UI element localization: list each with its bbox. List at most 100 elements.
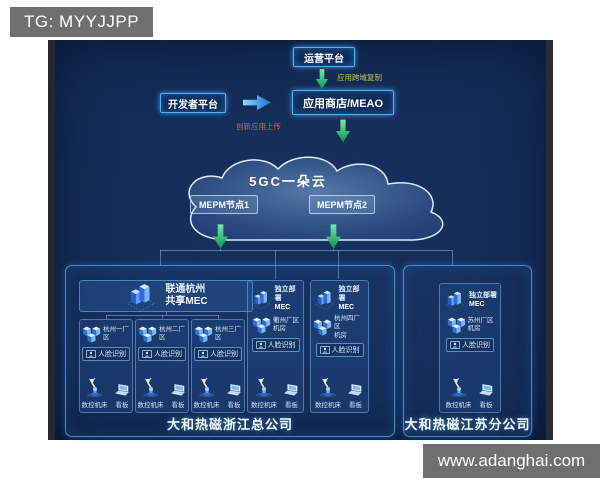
machines-row: 数控机床 看板	[138, 376, 187, 409]
face-recognition-badge: 人脸识别	[315, 342, 364, 357]
arrow-down-icon	[336, 119, 350, 143]
app-store-meao-box: 应用商店/MEAO	[292, 90, 394, 115]
face-recognition-badge: 人脸识别	[138, 347, 186, 361]
arrow-right-icon	[242, 95, 272, 110]
kanban-label: 看板	[349, 402, 362, 409]
cnc-machine: 数控机床	[82, 376, 108, 409]
face-icon	[320, 346, 330, 354]
face-icon	[450, 341, 460, 349]
machines-row: 数控机床 看板	[194, 376, 243, 409]
face-recognition-badge: 人脸识别	[446, 338, 494, 352]
plant-name: 杭州四厂区	[334, 315, 360, 331]
kanban-label: 看板	[227, 402, 241, 409]
connector-line	[166, 312, 167, 315]
cnc-label: 数控机床	[137, 402, 164, 409]
site-watermark-badge: www.adanghai.com	[423, 444, 600, 478]
robot-arm-icon	[318, 376, 338, 398]
cnc-label: 数控机床	[315, 402, 341, 409]
kanban-board: 看板	[478, 383, 495, 409]
independent-mec-header: 独立部署 MEC	[313, 285, 366, 312]
mec-cube-icon	[443, 288, 467, 312]
face-label: 人脸识别	[98, 351, 126, 358]
independent-line2: MEC	[274, 304, 291, 312]
cloud-title: 5GC一朵云	[249, 174, 327, 189]
plant-room: 机房	[273, 325, 286, 333]
kanban-label: 看板	[479, 402, 493, 409]
connector-line	[162, 315, 163, 319]
upload-label: 创新应用上传	[236, 122, 281, 131]
arrow-down-icon	[326, 224, 341, 249]
zhejiang-hq-panel: 联通杭州 共享MEC 杭州一厂区 人脸识别	[65, 265, 395, 437]
face-icon	[256, 341, 266, 349]
zhejiang-hq-label: 大和热磁浙江总公司	[166, 417, 293, 432]
diagram-area: 运营平台 应用跨域复制 开发者平台 应用商店/MEAO 创新应用上传 5GC一朵…	[48, 40, 553, 440]
plant-column-3: 杭州三厂区 人脸识别 数控机床 看板	[191, 319, 245, 413]
independent-line2: MEC	[338, 304, 355, 312]
plant-row: 杭州三厂区	[194, 324, 242, 344]
face-label: 人脸识别	[154, 351, 182, 358]
plant-row: 杭州二厂区	[138, 324, 186, 344]
laptop-icon	[226, 383, 243, 398]
plant-name: 杭州一厂区	[103, 325, 129, 341]
machines-row: 数控机床 看板	[446, 376, 495, 409]
cnc-machine: 数控机床	[315, 376, 341, 409]
photo-right-edge	[546, 40, 553, 440]
laptop-icon	[283, 383, 300, 398]
robot-arm-icon	[197, 376, 217, 398]
machines-row: 数控机床 看板	[251, 376, 300, 409]
arrow-down-icon	[213, 224, 228, 249]
face-recognition-badge: 人脸识别	[82, 347, 130, 361]
mepm-node-2: MEPM节点2	[309, 195, 375, 214]
cube-cluster-icon	[447, 315, 466, 335]
machines-row: 数控机床 看板	[315, 376, 364, 409]
plant-column-6: 独立部署 MEC 苏州厂区 机房 人脸识别	[439, 283, 501, 413]
mepm-node-1: MEPM节点1	[190, 195, 258, 214]
face-label: 人脸识别	[462, 342, 490, 349]
mec-cube-icon	[313, 287, 337, 311]
connector-line	[275, 250, 276, 279]
independent-line2: MEC	[469, 301, 485, 308]
independent-mec-header: 独立部署 MEC	[443, 288, 497, 312]
kanban-board: 看板	[114, 383, 131, 409]
plant-name: 苏州厂区	[467, 316, 494, 324]
plant-row: 杭州四厂区 机房	[313, 315, 366, 339]
cube-cluster-icon	[82, 324, 101, 344]
kanban-board: 看板	[347, 383, 364, 409]
robot-arm-icon	[254, 376, 274, 398]
kanban-label: 看板	[285, 402, 298, 409]
cnc-label: 数控机床	[193, 402, 220, 409]
kanban-board: 看板	[170, 383, 187, 409]
connector-line	[452, 250, 453, 265]
kanban-label: 看板	[115, 402, 129, 409]
cube-cluster-icon	[252, 315, 271, 335]
independent-line1: 独立部署	[469, 291, 497, 299]
kanban-board: 看板	[226, 383, 243, 409]
developer-platform-box: 开发者平台	[160, 93, 226, 113]
jiangsu-branch-label: 大和热磁江苏分公司	[404, 417, 531, 432]
plant-room: 机房	[334, 331, 347, 339]
operation-platform-box: 运营平台	[293, 47, 355, 67]
laptop-icon	[347, 383, 364, 398]
connector-line	[106, 315, 107, 319]
face-icon	[142, 350, 152, 358]
cnc-label: 数控机床	[81, 402, 108, 409]
jiangsu-branch-panel: 独立部署 MEC 苏州厂区 机房 人脸识别	[403, 265, 532, 437]
plant-row: 苏州厂区 机房	[447, 315, 494, 335]
connector-bus	[160, 250, 452, 251]
laptop-icon	[114, 383, 131, 398]
face-icon	[198, 350, 208, 358]
cloud-shape	[188, 156, 444, 241]
plant-row: 杭州一厂区	[82, 324, 130, 344]
plant-column-4: 独立部署 MEC 衢州厂区 机房 人脸识别	[247, 280, 304, 413]
cnc-label: 数控机床	[445, 402, 472, 409]
kanban-board: 看板	[283, 383, 300, 409]
cube-cluster-icon	[194, 324, 213, 344]
face-label: 人脸识别	[331, 346, 360, 354]
cnc-machine: 数控机床	[251, 376, 277, 409]
plant-name: 衢州厂区	[273, 317, 299, 325]
laptop-icon	[170, 383, 187, 398]
plant-row: 衢州厂区 机房	[252, 315, 299, 335]
shared-mec-line2: 共享MEC	[165, 296, 208, 307]
tg-watermark-badge: TG: MYYJJPP	[10, 7, 154, 37]
